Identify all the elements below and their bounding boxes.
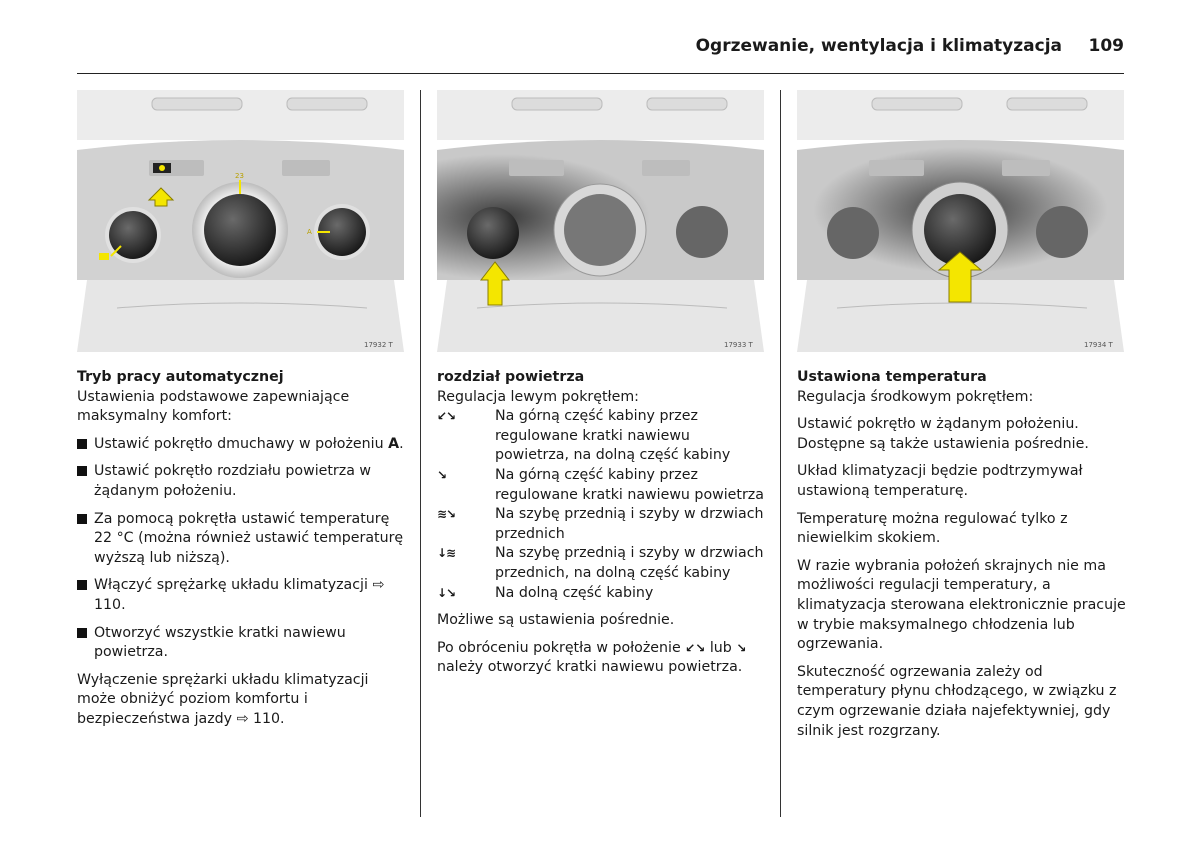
air-distribution-heading: rozdział powietrza [437, 369, 585, 385]
list-item: Ustawić pokrętło dmuchawy w położeniu A. [77, 435, 407, 455]
floor-icon: ↓↘ [437, 585, 456, 600]
temperature-para: W razie wybrania położeń skrajnych nie m… [797, 557, 1126, 653]
list-item: ↙↘Na górną część kabiny przez regulowane… [437, 407, 767, 466]
temperature-para: Temperaturę można regulować tylko z niew… [797, 510, 1068, 547]
bullet-square-icon [77, 438, 87, 449]
list-item: Włączyć sprężarkę układu klimatyzacji ⇨ … [77, 576, 407, 615]
intermediate-note: Możliwe są ustawienia pośrednie. [437, 612, 675, 629]
page-number: 109 [1088, 36, 1125, 56]
bullet-square-icon [77, 466, 87, 477]
column-temperature: Ustawiona temperatura Regulacja środkowy… [797, 368, 1127, 749]
section-title: Ogrzewanie, wentylacja i klimatyzacja [695, 36, 1062, 56]
fig1-label-23: 23 [235, 172, 244, 180]
vent-upper-lower-icon: ↙↘ [685, 640, 706, 655]
column-divider-2 [780, 90, 781, 817]
list-item: Za pomocą pokrętła ustawić temperaturę 2… [77, 510, 407, 569]
fig2-code: 17933 T [724, 341, 753, 349]
bullet-square-icon [77, 513, 87, 524]
list-item: ↓≋Na szybę przednią i szyby w drzwiach p… [437, 544, 767, 583]
vent-note: Po obróceniu pokrętła w położenie ↙↘ lub… [437, 639, 747, 676]
figure-air-distribution: 17933 T [437, 90, 764, 352]
fig3-code: 17934 T [1084, 341, 1113, 349]
list-item: ↘Na górną część kabiny przez regulowane … [437, 466, 767, 505]
temperature-intro: Regulacja środkowym pokrętłem: [797, 388, 1034, 405]
list-item: ↓↘Na dolną część kabiny [437, 584, 767, 604]
bullet-square-icon [77, 627, 87, 638]
column-auto-mode: Tryb pracy automatycznej Ustawienia pods… [77, 368, 407, 738]
temperature-heading: Ustawiona temperatura [797, 369, 987, 385]
header-rule [77, 73, 1124, 74]
temperature-para: Ustawić pokrętło w żądanym położeniu. Do… [797, 416, 1089, 452]
vent-upper-lower-icon: ↙↘ [437, 409, 456, 424]
column-air-distribution: rozdział powietrza Regulacja lewym pokrę… [437, 368, 767, 686]
air-distribution-intro: Regulacja lewym pokrętłem: [437, 388, 639, 405]
windscreen-icon: ≋↘ [437, 507, 456, 522]
list-item: Otworzyć wszystkie kratki nawiewu powiet… [77, 624, 407, 663]
column-divider-1 [420, 90, 421, 817]
list-item: Ustawić pokrętło rozdziału powietrza w ż… [77, 462, 407, 501]
temperature-para: Układ klimatyzacji będzie podtrzymywał u… [797, 463, 1083, 499]
auto-mode-intro: Ustawienia podstawowe zapewniające maksy… [77, 388, 350, 425]
fig1-code: 17932 T [364, 341, 393, 349]
figure-auto-mode: 23 A 17932 T [77, 90, 404, 352]
temperature-para: Skuteczność ogrzewania zależy od tempera… [797, 663, 1117, 739]
vent-upper-icon: ↘ [437, 467, 447, 482]
list-item: ≋↘Na szybę przednią i szyby w drzwiach p… [437, 505, 767, 544]
auto-mode-footer: Wyłączenie sprężarki układu klimatyzacji… [77, 671, 369, 727]
fig1-label-a: A [307, 228, 312, 236]
auto-mode-heading: Tryb pracy automatycznej [77, 369, 284, 385]
bullet-square-icon [77, 580, 87, 591]
windscreen-floor-icon: ↓≋ [437, 546, 456, 561]
figure-temperature: 17934 T [797, 90, 1124, 352]
page-header: Ogrzewanie, wentylacja i klimatyzacja 10… [0, 36, 1124, 60]
vent-upper-icon: ↘ [736, 640, 747, 655]
